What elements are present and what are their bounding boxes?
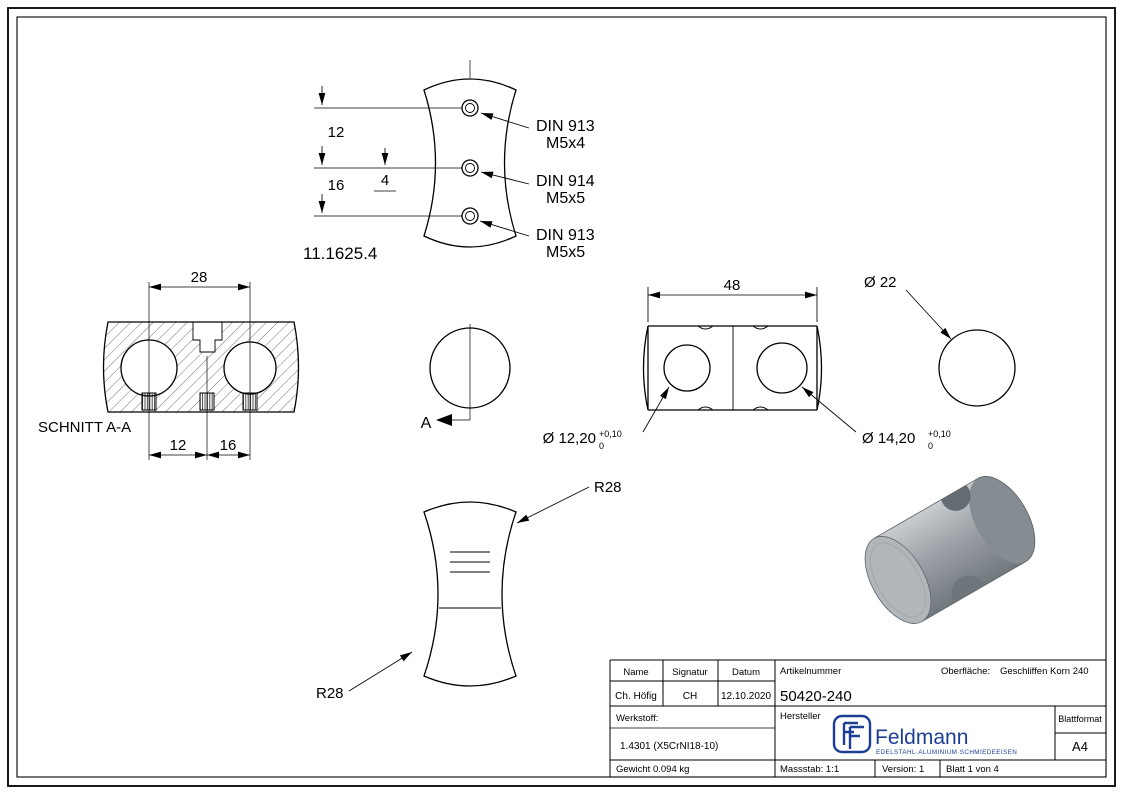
dia-14-20-tol-upper: +0,10 <box>928 429 951 439</box>
value-name: Ch. Höfig <box>615 691 657 702</box>
logo-icon <box>832 714 872 754</box>
header-datum: Datum <box>732 667 760 678</box>
dia-12-20-tol-lower: 0 <box>599 441 604 451</box>
r28-top-label: R28 <box>594 479 622 496</box>
side-view-dimensions <box>642 287 857 433</box>
section-outline <box>102 321 300 413</box>
massstab: Massstab: 1:1 <box>780 764 839 775</box>
brand-tagline: EDELSTAHL·ALUMINIUM·SCHMIEDEEISEN <box>876 749 1017 756</box>
value-datum: 12.10.2020 <box>721 691 771 702</box>
dia-14-20-label: Ø 14,20 <box>862 430 915 447</box>
inner-border <box>16 16 1107 778</box>
artikelnummer-label: Artikelnummer <box>780 666 841 677</box>
radius-view-outline <box>423 501 517 687</box>
iso-3d-view <box>864 465 1049 624</box>
dim-12-front: 12 <box>328 124 345 141</box>
front-view-outline <box>423 78 517 248</box>
front-view <box>423 60 517 248</box>
dia-14-20-tol-lower: 0 <box>928 441 933 451</box>
screw3-size: M5x5 <box>546 244 585 261</box>
screw1-size: M5x4 <box>546 135 585 152</box>
section-arrow <box>436 414 452 426</box>
section-arrow-label: A <box>421 415 432 432</box>
side-bore-small <box>663 344 711 392</box>
dim-12-section: 12 <box>170 437 187 454</box>
radius-view: R28 R28 <box>316 479 622 702</box>
werkstoff-value: 1.4301 (X5CrNI18-10) <box>620 741 718 752</box>
oberflaeche-label: Oberfläche: <box>941 666 990 677</box>
set-screw-bottom <box>461 207 479 225</box>
werkstoff-label: Werkstoff: <box>616 713 658 724</box>
set-screw-top <box>461 99 479 117</box>
section-hatching <box>103 322 299 412</box>
dim-16-front: 16 <box>328 177 345 194</box>
section-view <box>102 282 300 460</box>
end-view: A <box>421 324 511 432</box>
dia-22-label: Ø 22 <box>864 274 897 291</box>
value-signatur: CH <box>683 691 697 702</box>
screw-leader-lines <box>479 112 530 237</box>
screw1-standard: DIN 913 <box>536 118 595 135</box>
outer-diameter-circle <box>938 329 1016 407</box>
dim-16-section: 16 <box>220 437 237 454</box>
outer-border <box>7 7 1116 787</box>
section-dimensions <box>149 283 250 459</box>
blattformat-value: A4 <box>1072 739 1088 754</box>
screw2-size: M5x5 <box>546 190 585 207</box>
article-note: 11.1625.4 <box>303 244 377 263</box>
dim-4-front: 4 <box>381 172 389 189</box>
side-bore-large <box>756 342 808 394</box>
dim-28: 28 <box>191 269 208 286</box>
set-screw-middle <box>461 159 479 177</box>
screw2-standard: DIN 914 <box>536 173 595 190</box>
cylinder-face <box>864 536 932 624</box>
title-block-grid <box>609 659 1106 777</box>
dia-12-20-label: Ø 12,20 <box>543 430 596 447</box>
version: Version: 1 <box>882 764 924 775</box>
dia-12-20-tol-upper: +0,10 <box>599 429 622 439</box>
oberflaeche-value: Geschliffen Korn 240 <box>1000 666 1089 677</box>
front-view-dimensions <box>314 86 462 217</box>
section-title: SCHNITT A-A <box>38 419 131 436</box>
blattformat-label: Blattformat <box>1058 714 1102 724</box>
r28-bottom-label: R28 <box>316 685 344 702</box>
hersteller-label: Hersteller <box>780 711 821 722</box>
logo-f-glyph <box>842 721 864 749</box>
blatt: Blatt 1 von 4 <box>946 764 999 775</box>
gewicht: Gewicht 0.094 kg <box>616 764 689 775</box>
header-name: Name <box>623 667 648 678</box>
artikelnummer-value: 50420-240 <box>780 688 852 705</box>
header-signatur: Signatur <box>672 667 707 678</box>
brand-name: Feldmann <box>875 726 968 749</box>
slot-outline <box>192 322 223 353</box>
screw3-standard: DIN 913 <box>536 227 595 244</box>
feldmann-logo: Feldmann EDELSTAHL·ALUMINIUM·SCHMIEDEEIS… <box>832 714 1017 756</box>
diameter-view: Ø 22 <box>864 274 1016 407</box>
dim-48: 48 <box>724 277 741 294</box>
side-view <box>642 325 823 411</box>
